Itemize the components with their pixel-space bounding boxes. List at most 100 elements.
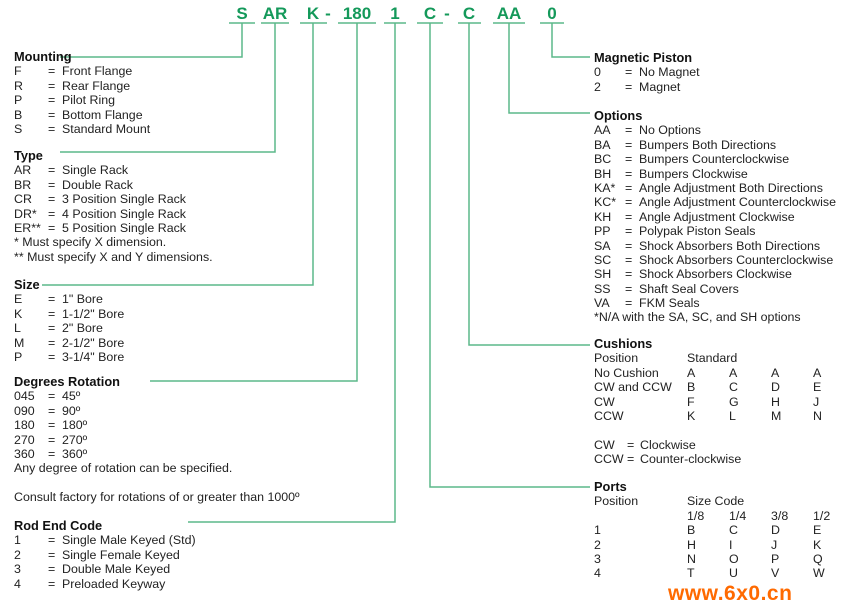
option-row: L=2" Bore — [14, 321, 103, 335]
option-row: CR=3 Position Single Rack — [14, 192, 213, 206]
option-row: R=Rear Flange — [14, 78, 130, 93]
option-row: 0=No Magnet — [594, 65, 700, 79]
section-title: Mounting — [14, 49, 72, 64]
option-row: ER**=5 Position Single Rack — [14, 221, 213, 235]
option-label: 270º — [62, 432, 88, 447]
option-label: Single Male Keyed (Std) — [62, 533, 196, 548]
option-code: PP — [594, 224, 611, 239]
table-cell: J — [771, 537, 778, 552]
table-cell: K — [687, 408, 696, 423]
size-label: 3/8 — [771, 508, 789, 523]
note: Any degree of rotation can be specified. — [14, 461, 233, 476]
equals: = — [625, 79, 633, 94]
table-cell: J — [813, 394, 820, 409]
note: ** Must specify X and Y dimensions. — [14, 249, 213, 264]
note — [14, 476, 300, 490]
option-label: Single Rack — [62, 163, 129, 178]
code-segment: C — [423, 4, 437, 23]
legend-label: Counter-clockwise — [640, 452, 742, 467]
option-row: BH=Bumpers Clockwise — [594, 167, 801, 181]
table-cell: O — [729, 551, 739, 566]
table-cell: E — [813, 523, 822, 538]
option-code: VA — [594, 296, 610, 311]
equals: = — [48, 321, 56, 336]
equals: = — [48, 78, 56, 93]
option-row: KA*=Angle Adjustment Both Directions — [594, 180, 823, 195]
row-label: CW and CCW — [594, 380, 672, 395]
option-label: 45º — [62, 389, 81, 404]
option-row: P=Pilot Ring — [14, 93, 115, 107]
code-segment: 180 — [342, 4, 372, 23]
table-cell: N — [813, 408, 822, 423]
section-title: Magnetic Piston — [594, 50, 693, 65]
table-cell: N — [687, 551, 696, 566]
table-cell: E — [813, 380, 822, 395]
equals: = — [48, 576, 56, 591]
option-label: Shock Absorbers Counterclockwise — [639, 252, 834, 267]
code-segment: AA — [496, 4, 522, 23]
size-label: 1/4 — [729, 508, 747, 523]
option-code: 2 — [14, 547, 21, 562]
option-code: BA — [594, 137, 611, 152]
equals: = — [48, 335, 56, 350]
legend-code: CW — [594, 437, 615, 452]
option-label: 4 Position Single Rack — [62, 206, 186, 221]
option-label: No Options — [639, 123, 701, 138]
section-title: Ports — [594, 479, 627, 494]
table-cell: M — [771, 408, 782, 423]
section-title: Options — [594, 108, 643, 123]
option-code: SH — [594, 267, 612, 282]
equals: = — [48, 292, 56, 307]
option-row: 2=Magnet — [594, 80, 692, 94]
legend-row: CW=Clockwise — [594, 437, 696, 452]
equals: = — [625, 166, 633, 181]
option-code: B — [14, 107, 23, 122]
option-label: Double Rack — [62, 177, 133, 192]
option-row: 090=90º — [14, 404, 300, 418]
group-header: Standard — [687, 351, 738, 366]
option-row: E=1" Bore — [14, 292, 103, 306]
option-code: DR* — [14, 206, 37, 221]
option-row: BR=Double Rack — [14, 178, 213, 192]
table-cell: B — [687, 380, 696, 395]
equals: = — [627, 437, 635, 452]
equals: = — [625, 238, 633, 253]
table-cell: D — [771, 523, 780, 538]
option-code: 090 — [14, 403, 35, 418]
option-label: 90º — [62, 403, 81, 418]
option-code: KA* — [594, 180, 616, 195]
code-segment: C — [462, 4, 476, 23]
option-label: 1-1/2" Bore — [62, 306, 125, 321]
equals: = — [48, 349, 56, 364]
legend-code: CCW — [594, 452, 624, 467]
option-row: AA = No Options — [594, 123, 801, 137]
table-cell: Q — [813, 551, 823, 566]
equals: = — [625, 123, 633, 138]
option-row: BA=Bumpers Both Directions — [594, 138, 801, 152]
option-label: Shock Absorbers Both Directions — [639, 238, 821, 253]
table-cell: T — [687, 566, 695, 581]
table-cell: A — [771, 365, 780, 380]
table-cell: B — [687, 523, 696, 538]
option-code: 2 — [594, 79, 601, 94]
table-cell: A — [729, 365, 738, 380]
equals: = — [48, 121, 56, 136]
table-cell: F — [687, 394, 695, 409]
option-code: AA — [594, 123, 611, 138]
column-header: Position — [594, 351, 639, 366]
option-row: BC=Bumpers Counterclockwise — [594, 152, 801, 166]
option-row: 4=Preloaded Keyway — [14, 576, 165, 591]
equals: = — [625, 152, 633, 167]
option-row: 045=45º — [14, 389, 300, 403]
code-separator: - — [444, 4, 450, 23]
equals: = — [48, 562, 56, 577]
option-row: SH=Shock Absorbers Clockwise — [594, 267, 801, 281]
option-row: M=2-1/2" Bore — [14, 336, 124, 350]
option-row: PP=Polypak Piston Seals — [594, 224, 801, 238]
option-code: 360 — [14, 446, 35, 461]
